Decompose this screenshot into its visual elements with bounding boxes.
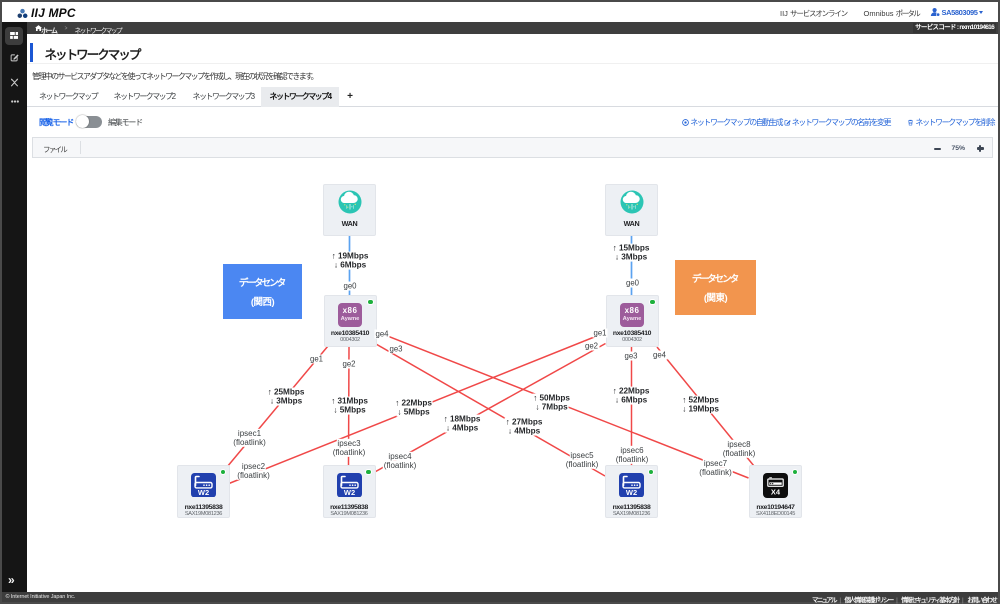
svg-text:W2: W2 bbox=[626, 488, 637, 497]
svg-text:X4: X4 bbox=[771, 487, 781, 496]
svg-text:W2: W2 bbox=[198, 488, 209, 497]
svg-text:W2: W2 bbox=[343, 488, 354, 497]
